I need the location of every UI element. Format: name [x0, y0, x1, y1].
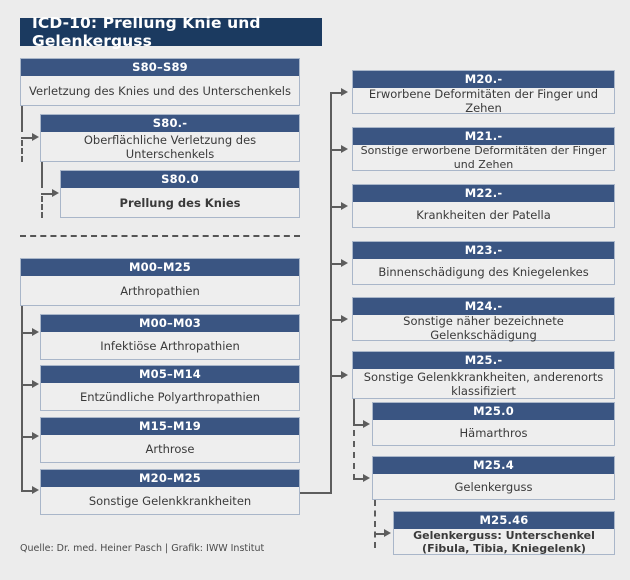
- node-m00-m25[interactable]: M00–M25 Arthropathien: [20, 258, 300, 306]
- connector-line: [330, 375, 342, 377]
- connector-arrow: [384, 529, 391, 537]
- connector-line: [330, 92, 342, 94]
- node-code: M20–M25: [41, 470, 299, 487]
- connector-arrow: [32, 328, 39, 336]
- node-m24-dash[interactable]: M24.- Sonstige näher bezeichnete Gelenks…: [352, 297, 615, 342]
- connector-arrow: [363, 474, 370, 482]
- node-code: S80.0: [61, 171, 299, 188]
- connector-arrow: [341, 315, 348, 323]
- connector-arrow: [52, 189, 59, 197]
- connector-line-dashed: [21, 140, 23, 162]
- connector-arrow: [341, 88, 348, 96]
- connector-arrow: [32, 432, 39, 440]
- connector-arrow: [32, 380, 39, 388]
- node-label: Krankheiten der Patella: [416, 207, 551, 222]
- node-m22-dash[interactable]: M22.- Krankheiten der Patella: [352, 184, 615, 228]
- node-code: M25.46: [394, 512, 614, 529]
- connector-trunk: [330, 92, 332, 494]
- node-m15-m19[interactable]: M15–M19 Arthrose: [40, 417, 300, 463]
- connector-line-dashed: [374, 500, 376, 548]
- node-label: Entzündliche Polyarthropathien: [79, 389, 261, 404]
- connector-arrow: [32, 133, 39, 141]
- node-m21-dash[interactable]: M21.- Sonstige erworbene Deformitäten de…: [352, 127, 615, 171]
- node-code: M25.0: [373, 403, 614, 420]
- connector-line: [21, 436, 33, 438]
- node-label: Sonstige Gelenkkrankheiten: [88, 493, 252, 508]
- connector-line: [300, 492, 332, 494]
- node-code: M25.4: [373, 457, 614, 474]
- connector-line: [353, 424, 364, 426]
- node-label: Oberflächliche Verletzung des Unterschen…: [83, 132, 257, 161]
- node-label: Prellung des Knies: [119, 195, 241, 210]
- connector-arrow: [341, 145, 348, 153]
- connector-line-dashed: [41, 196, 43, 218]
- connector-line: [353, 399, 355, 425]
- node-code: M00–M25: [21, 259, 299, 276]
- node-code: M05–M14: [41, 366, 299, 383]
- node-code: M25.-: [353, 352, 614, 369]
- diagram-title: ICD-10: Prellung Knie und Gelenkerguss: [20, 14, 322, 50]
- connector-line: [374, 533, 385, 535]
- connector-line: [41, 162, 43, 188]
- connector-line: [21, 106, 23, 132]
- node-s80-dash[interactable]: S80.- Oberflächliche Verletzung des Unte…: [40, 114, 300, 162]
- node-label: Infektiöse Arthropathien: [100, 338, 240, 353]
- node-label: Binnenschädigung des Kniegelenkes: [378, 264, 589, 279]
- connector-trunk: [21, 306, 23, 492]
- node-m20-dash[interactable]: M20.- Erworbene Deformitäten der Finger …: [352, 70, 615, 115]
- connector-line-dashed: [353, 430, 355, 480]
- node-code: M20.-: [353, 71, 614, 88]
- node-label: Sonstige erworbene Deformitäten der Fing…: [360, 143, 607, 171]
- node-s80-0[interactable]: S80.0 Prellung des Knies: [60, 170, 300, 218]
- node-m20-m25[interactable]: M20–M25 Sonstige Gelenkkrankheiten: [40, 469, 300, 515]
- connector-arrow: [363, 420, 370, 428]
- connector-line: [353, 478, 364, 480]
- node-label: Gelenkerguss: [454, 479, 533, 494]
- node-label: Gelenkerguss: Unterschenkel (Fibula, Tib…: [413, 528, 595, 555]
- node-code: S80.-: [41, 115, 299, 132]
- connector-line: [21, 332, 33, 334]
- node-label: Arthropathien: [120, 283, 200, 298]
- connector-line: [41, 193, 53, 195]
- node-code: M21.-: [353, 128, 614, 145]
- node-label: Erworbene Deformitäten der Finger und Ze…: [368, 86, 599, 115]
- node-m05-m14[interactable]: M05–M14 Entzündliche Polyarthropathien: [40, 365, 300, 411]
- connector-line: [330, 206, 342, 208]
- node-m25-0[interactable]: M25.0 Hämarthros: [372, 402, 615, 446]
- node-label: Verletzung des Knies und des Unterschenk…: [29, 83, 291, 98]
- connector-arrow: [341, 259, 348, 267]
- node-m25-4[interactable]: M25.4 Gelenkerguss: [372, 456, 615, 500]
- node-code: M23.-: [353, 242, 614, 259]
- connector-line: [330, 263, 342, 265]
- node-m25-46[interactable]: M25.46 Gelenkerguss: Unterschenkel (Fibu…: [393, 511, 615, 555]
- connector-line: [330, 149, 342, 151]
- section-divider: [20, 235, 300, 237]
- node-s80-s89[interactable]: S80–S89 Verletzung des Knies und des Unt…: [20, 58, 300, 106]
- node-code: M24.-: [353, 298, 614, 315]
- connector-line: [21, 490, 33, 492]
- node-label: Sonstige näher bezeichnete Gelenkschädig…: [403, 313, 564, 342]
- connector-line: [21, 384, 33, 386]
- connector-arrow: [341, 371, 348, 379]
- node-label: Arthrose: [145, 441, 195, 456]
- node-m25-dash[interactable]: M25.- Sonstige Gelenkkrankheiten, andere…: [352, 351, 615, 399]
- node-label: Sonstige Gelenkkrankheiten, anderenorts …: [363, 369, 604, 398]
- source-caption: Quelle: Dr. med. Heiner Pasch | Grafik: …: [20, 543, 265, 554]
- connector-line: [330, 319, 342, 321]
- node-m23-dash[interactable]: M23.- Binnenschädigung des Kniegelenkes: [352, 241, 615, 285]
- connector-line: [21, 137, 33, 139]
- node-code: M15–M19: [41, 418, 299, 435]
- node-code: M22.-: [353, 185, 614, 202]
- node-code: S80–S89: [21, 59, 299, 76]
- connector-arrow: [32, 486, 39, 494]
- node-label: Hämarthros: [459, 425, 528, 440]
- node-code: M00–M03: [41, 315, 299, 332]
- connector-arrow: [341, 202, 348, 210]
- node-m00-m03[interactable]: M00–M03 Infektiöse Arthropathien: [40, 314, 300, 360]
